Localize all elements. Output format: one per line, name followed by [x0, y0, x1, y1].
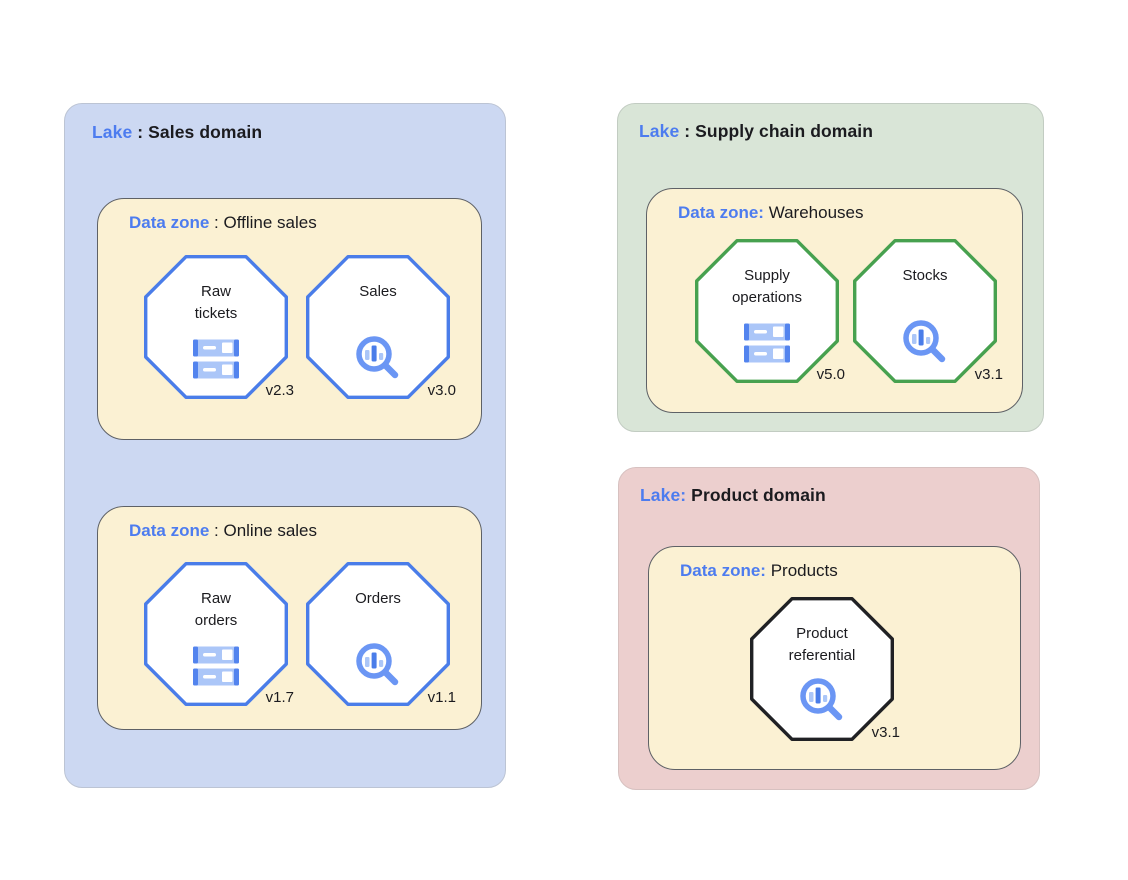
asset-stocks: Stocks v3.1 — [853, 239, 1003, 383]
asset-raw-tickets: Raw tickets v2.3 — [144, 255, 294, 399]
asset-label: Orders — [355, 590, 401, 607]
zone-online-sales: Data zone : Online sales Raw orders v1.7 — [97, 506, 482, 730]
zone-title-name: : Offline sales — [209, 213, 317, 232]
asset-label: Product referential — [788, 625, 856, 664]
lake-title-prefix: Lake: — [640, 485, 687, 505]
octagon-shape — [750, 597, 894, 741]
zone-title: Data zone: Products — [680, 561, 838, 581]
search-analytics-icon — [900, 317, 950, 372]
lake-title: Lake : Sales domain — [92, 122, 262, 143]
zone-warehouses: Data zone: Warehouses Supply operations … — [646, 188, 1023, 413]
asset-version: v2.3 — [265, 382, 294, 399]
lake-product-domain: Lake: Product domain Data zone: Products… — [618, 467, 1040, 790]
zone-title: Data zone : Offline sales — [129, 213, 317, 233]
lake-title-name: Product domain — [686, 485, 826, 505]
zone-title-prefix: Data zone: — [678, 203, 764, 222]
asset-orders: Orders v1.1 — [306, 562, 456, 706]
asset-version: v5.0 — [816, 366, 845, 383]
asset-raw-orders: Raw orders v1.7 — [144, 562, 294, 706]
zone-products: Data zone: Products Product referential … — [648, 546, 1021, 770]
lake-title-prefix: Lake — [92, 122, 133, 142]
octagon-shape — [695, 239, 839, 383]
lake-title-name: : Sales domain — [132, 122, 263, 142]
storage-icon — [192, 339, 240, 384]
asset-version: v1.1 — [427, 689, 456, 706]
asset-sales: Sales v3.0 — [306, 255, 456, 399]
storage-icon — [192, 646, 240, 691]
asset-label: Raw orders — [194, 590, 238, 629]
lake-sales-domain: Lake : Sales domain Data zone : Offline … — [64, 103, 506, 788]
asset-label: Sales — [359, 283, 397, 300]
zone-title-name: : Online sales — [209, 521, 318, 540]
zone-offline-sales: Data zone : Offline sales Raw tickets v2… — [97, 198, 482, 440]
lake-title: Lake : Supply chain domain — [639, 121, 873, 142]
asset-product-referential: Product referential v3.1 — [750, 597, 900, 741]
asset-version: v3.1 — [974, 366, 1003, 383]
zone-title-prefix: Data zone — [129, 521, 210, 540]
asset-version: v1.7 — [265, 689, 294, 706]
asset-version: v3.0 — [427, 382, 456, 399]
asset-label: Stocks — [902, 267, 948, 284]
octagon-shape — [144, 562, 288, 706]
lake-title-name: : Supply chain domain — [679, 121, 874, 141]
asset-supply-operations: Supply operations v5.0 — [695, 239, 845, 383]
search-analytics-icon — [353, 333, 403, 388]
octagon-shape — [144, 255, 288, 399]
asset-label: Raw tickets — [194, 283, 238, 322]
zone-title: Data zone : Online sales — [129, 521, 317, 541]
search-analytics-icon — [353, 640, 403, 695]
zone-title-prefix: Data zone: — [680, 561, 766, 580]
octagon-shape — [853, 239, 997, 383]
asset-version: v3.1 — [871, 724, 900, 741]
search-analytics-icon — [797, 675, 847, 730]
asset-label: Supply operations — [731, 267, 803, 306]
lake-title: Lake: Product domain — [640, 485, 826, 506]
lake-supply-chain-domain: Lake : Supply chain domain Data zone: Wa… — [617, 103, 1044, 432]
storage-icon — [743, 323, 791, 368]
zone-title-name: Warehouses — [763, 203, 864, 222]
zone-title-prefix: Data zone — [129, 213, 210, 232]
zone-title-name: Products — [765, 561, 838, 580]
octagon-shape — [306, 255, 450, 399]
lake-title-prefix: Lake — [639, 121, 680, 141]
octagon-shape — [306, 562, 450, 706]
zone-title: Data zone: Warehouses — [678, 203, 864, 223]
